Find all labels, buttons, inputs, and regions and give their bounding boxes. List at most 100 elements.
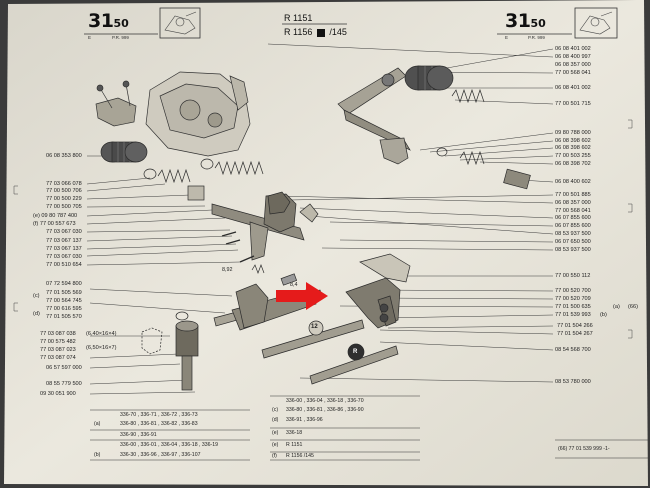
right-label: 06 07 650 500 [555,239,591,245]
right-label: 06 08 398 702 [555,161,591,167]
spring-left [157,168,191,184]
selector-pin [175,311,199,391]
left-label: 77 03 067 030 [46,229,82,235]
right-label: 77 00 503 255 [555,153,591,159]
reverse-marker: R [353,349,358,355]
callout-12: 12 [311,324,318,330]
right-label: 77 00 520 709 [555,296,591,302]
page-number-left-decimal: 50 [113,17,129,30]
appl-tag: (c) [272,407,279,413]
header-gearbox-icon-right [579,11,613,35]
left-label: 77 00 575 482 [40,339,76,345]
left-label: 77 00 616 595 [46,306,82,312]
right-marker-a: (a) [613,304,620,310]
appl-row: R 1151 [286,442,303,448]
left-leader-lines [86,155,241,395]
right-label: 06 07 855 600 [555,215,591,221]
right-label: 06 08 401 002 [555,46,591,52]
right-label: 09 80 788 000 [555,130,591,136]
page-left-sub: E [88,35,92,40]
appl-row: 336-00 , 336-01 , 336-04 , 336-18 , 336-… [120,442,219,448]
left-label: 77 00 500 705 [46,204,82,210]
left-label: 09 30 051 900 [40,391,76,397]
appl-row: 336-30 , 336-96 , 336-97 , 336-107 [120,452,201,458]
left-label: 77 03 087 074 [40,355,76,361]
page-number-right-decimal: 50 [530,17,546,30]
model-ref-2-suffix: /145 [329,27,347,37]
right-label: 06 08 357 000 [555,200,591,206]
left-label: 08 55 779 500 [46,381,82,387]
left-label: 77 00 564 745 [46,298,82,304]
page-number-right: 3150 [505,10,546,32]
appl-row: 336-80 , 336-81 , 336-86 , 336-90 [286,407,364,413]
gear-boot-right [404,65,454,91]
dim-label-1: 8,92 [222,267,233,273]
appl-row: 336-91 , 336-96 [286,417,323,423]
dimension-note-1: (6,40×16×4) [86,331,117,337]
appl-row: 336-18 [286,430,303,436]
appl-row: 336-70 , 336-71 , 336-72 , 336-73 [120,412,198,418]
appl-row: 336-80 , 336-81 , 336-82 , 336-83 [120,421,198,427]
right-label: 06 07 855 600 [555,223,591,229]
header-frame [84,7,618,39]
left-label: 77 03 087 038 [40,331,76,337]
left-label: 06 08 353 800 [46,153,82,159]
right-label: 06 08 400 602 [555,179,591,185]
right-label: 77 00 568 041 [555,70,591,76]
model-ref-2: R 1156 /145 [284,27,347,37]
dim-label-2: 8,4 [290,282,298,288]
appl-tag: (e) [272,442,279,448]
header-gearbox-icon-left [164,11,197,35]
page-right-sub: E [505,35,509,40]
right-label: 77 01 504 266 [557,323,593,329]
appl-tag: (a) [94,421,101,427]
left-label: (f) 77 00 557 673 [33,221,76,227]
gearbox-illustration [95,71,251,157]
left-label: 77 03 067 137 [46,246,82,252]
left-label: 77 01 505 569 [46,290,82,296]
model-ref-2-text: R 1156 [284,27,313,37]
applicability-box [90,395,648,461]
appl-tag: (b) [94,452,101,458]
right-marker-g: (66) [628,304,638,310]
appl-tag: (e) [272,430,279,436]
right-label: 08 53 937 500 [555,231,591,237]
left-label: 77 01 505 570 [46,314,82,320]
right-label: 77 00 550 112 [555,273,591,279]
highlight-arrow [276,282,328,310]
right-label: 77 01 504 267 [557,331,593,337]
appl-row: R 1156 /145 [286,453,314,459]
spring-top [214,160,264,176]
page-number-left: 3150 [88,10,129,32]
right-label: 06 08 357 000 [555,62,591,68]
page-right-sub2: P.R. 999 [528,35,545,40]
left-label: 77 03 067 030 [46,254,82,260]
left-label: 77 00 500 706 [46,188,82,194]
appl-tag: (f) [272,453,277,459]
black-square-icon [316,28,325,37]
appl-row: 336-00 , 336-04 , 336-18 , 336-70 [286,398,364,404]
right-label: 06 08 400 997 [555,54,591,60]
right-label: 06 08 401 002 [555,85,591,91]
right-label: 08 54 568 700 [555,347,591,353]
left-label: 77 00 500 229 [46,196,82,202]
right-label: 08 53 937 500 [555,247,591,253]
left-marker-d: (d) [33,311,40,317]
left-label: 77 03 067 137 [46,238,82,244]
right-label: 06 08 398 602 [555,145,591,151]
model-ref-1: R 1151 [284,13,313,23]
left-label: 07 72 594 800 [46,281,82,287]
right-label: 77 00 501 715 [555,101,591,107]
right-label: 77 01 539 993 [555,312,591,318]
page-number-left-main: 31 [88,10,114,32]
page-number-right-main: 31 [505,10,531,32]
left-marker-c: (c) [33,293,40,299]
left-label: 77 03 066 078 [46,181,82,187]
page-edge-markers [13,119,633,339]
right-label: 06 08 398 602 [555,138,591,144]
appl-row: 336-90 , 336-91 [120,432,157,438]
left-label: 77 00 510 654 [46,262,82,268]
left-label: (e) 09 80 787 400 [33,213,78,219]
